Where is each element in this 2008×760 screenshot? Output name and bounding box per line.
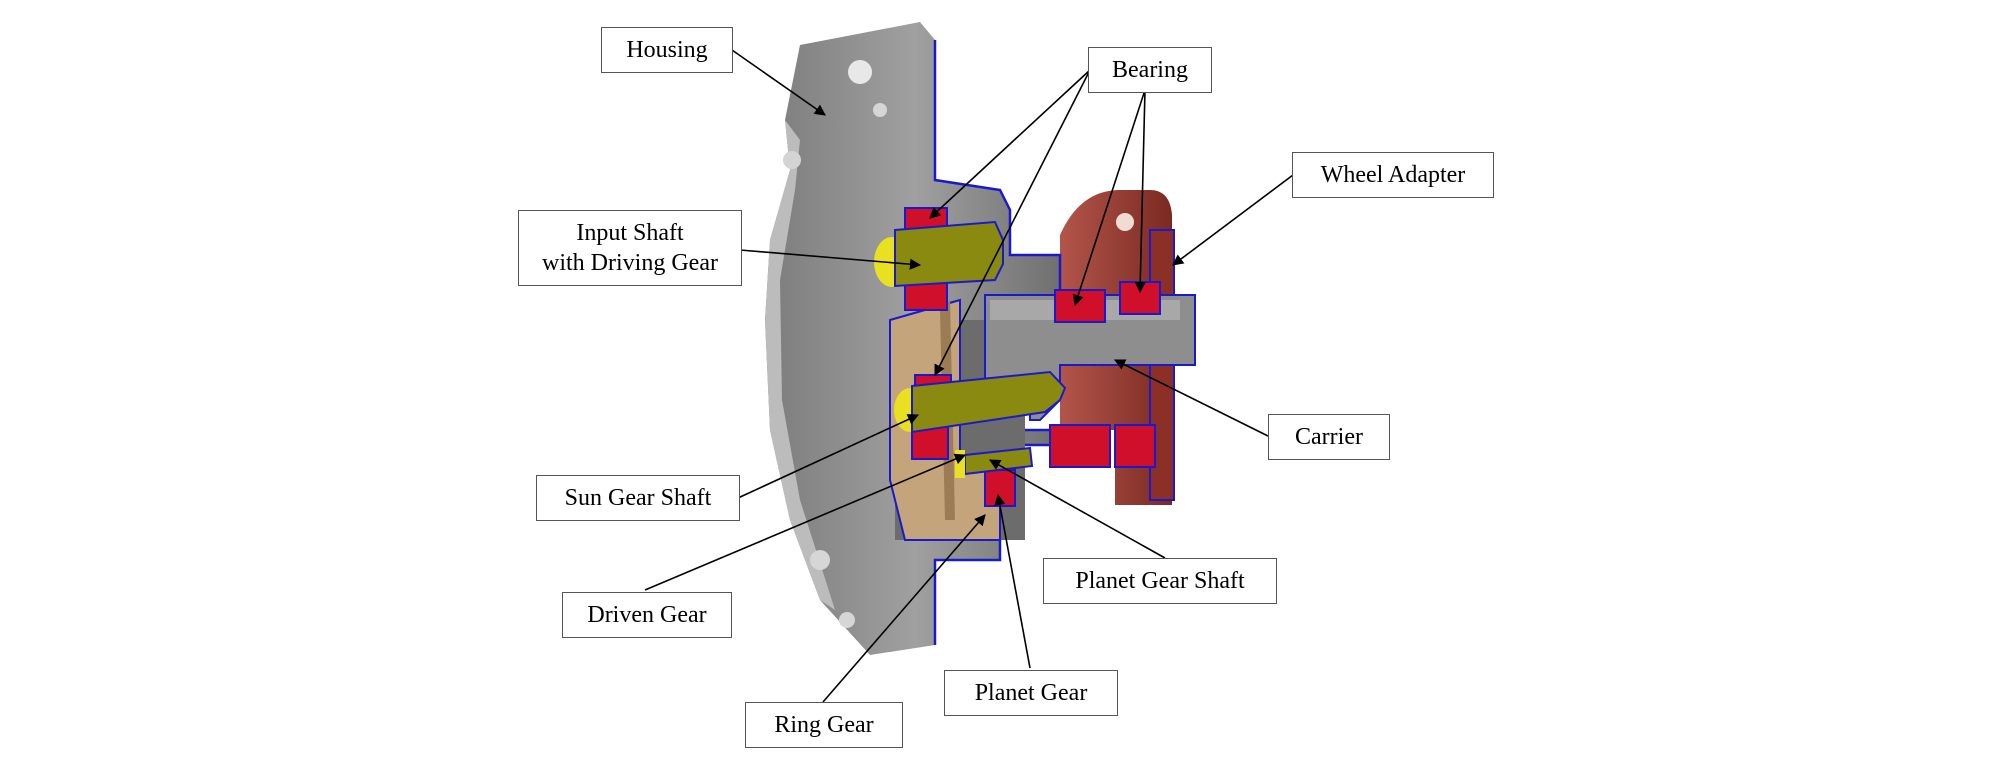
wheel-adapter-label-text: Wheel Adapter bbox=[1320, 162, 1466, 188]
planet-gear-label-text: Planet Gear bbox=[974, 680, 1088, 706]
sun-gear-shaft-label-text: Sun Gear Shaft bbox=[564, 485, 712, 511]
ring-gear-label-text: Ring Gear bbox=[774, 712, 874, 738]
leader-lines bbox=[644, 49, 1298, 703]
wheel-adapter-label: Wheel Adapter bbox=[1292, 152, 1494, 198]
housing-label: Housing bbox=[601, 27, 733, 73]
planet-gear-shaft-label-text: Planet Gear Shaft bbox=[1075, 568, 1245, 594]
driven-gear-label: Driven Gear bbox=[562, 592, 732, 638]
driven-gear-label-text: Driven Gear bbox=[587, 602, 707, 628]
planet-gear-label: Planet Gear bbox=[944, 670, 1118, 716]
input-shaft-label: Input Shaft with Driving Gear bbox=[518, 210, 742, 286]
bearing-label: Bearing bbox=[1088, 47, 1212, 93]
planet-gear-shaft-label: Planet Gear Shaft bbox=[1043, 558, 1277, 604]
input-shaft-label-line1: Input Shaft bbox=[576, 220, 684, 246]
housing-label-text: Housing bbox=[626, 37, 708, 63]
sun-gear-shaft-label: Sun Gear Shaft bbox=[536, 475, 740, 521]
carrier-label-text: Carrier bbox=[1295, 424, 1363, 450]
bearing-label-text: Bearing bbox=[1112, 57, 1188, 83]
ring-gear-label: Ring Gear bbox=[745, 702, 903, 748]
input-shaft-label-line2: with Driving Gear bbox=[542, 250, 718, 276]
carrier-label: Carrier bbox=[1268, 414, 1390, 460]
